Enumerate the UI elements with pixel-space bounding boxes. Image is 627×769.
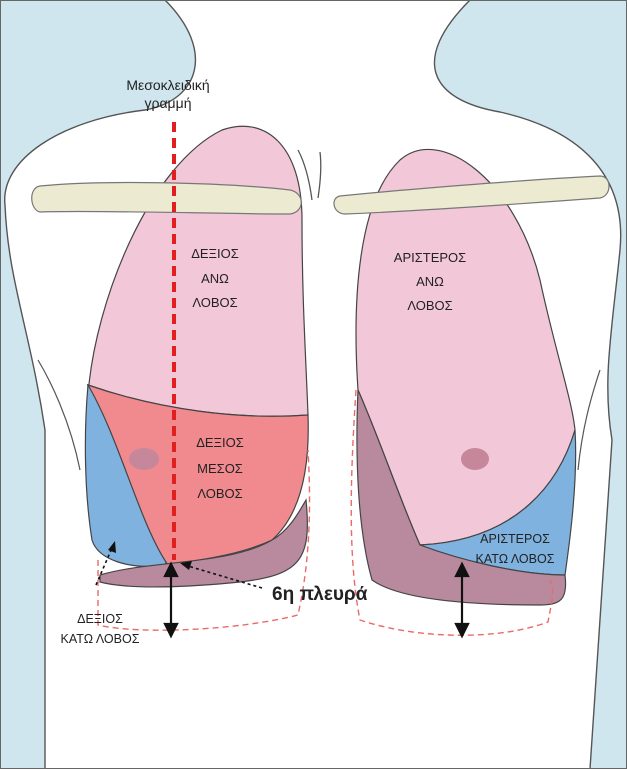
right-upper-lobe-label-3: ΛΟΒΟΣ — [192, 295, 237, 310]
left-lower-lobe-label-2: ΚΑΤΩ ΛΟΒΟΣ — [476, 552, 555, 566]
sixth-rib-label: 6η πλευρά — [272, 584, 368, 605]
left-upper-lobe-label-3: ΛΟΒΟΣ — [407, 298, 452, 313]
right-upper-lobe-label-2: ΑΝΩ — [201, 271, 229, 286]
right-upper-lobe-label-1: ΔΕΞΙΟΣ — [191, 246, 239, 261]
left-upper-lobe-label-2: ΑΝΩ — [416, 274, 444, 289]
left-upper-lobe-label-1: ΑΡΙΣΤΕΡΟΣ — [394, 250, 466, 265]
right-lower-lobe-label-2: ΚΑΤΩ ΛΟΒΟΣ — [61, 632, 140, 646]
midline-label-line1: Μεσοκλειδική — [126, 77, 209, 93]
right-middle-lobe-label-2: ΜΕΣΟΣ — [197, 461, 243, 476]
right-lower-lobe-label-1: ΔΕΞΙΟΣ — [77, 612, 123, 626]
left-lower-lobe-label-1: ΑΡΙΣΤΕΡΟΣ — [480, 532, 550, 546]
right-middle-lobe-label-1: ΔΕΞΙΟΣ — [196, 435, 244, 450]
left-nipple — [461, 448, 489, 470]
midline-label-line2: γραμμή — [145, 95, 192, 111]
right-middle-lobe-label-3: ΛΟΒΟΣ — [197, 486, 242, 501]
right-clavicle — [32, 183, 302, 214]
right-nipple — [129, 448, 159, 470]
